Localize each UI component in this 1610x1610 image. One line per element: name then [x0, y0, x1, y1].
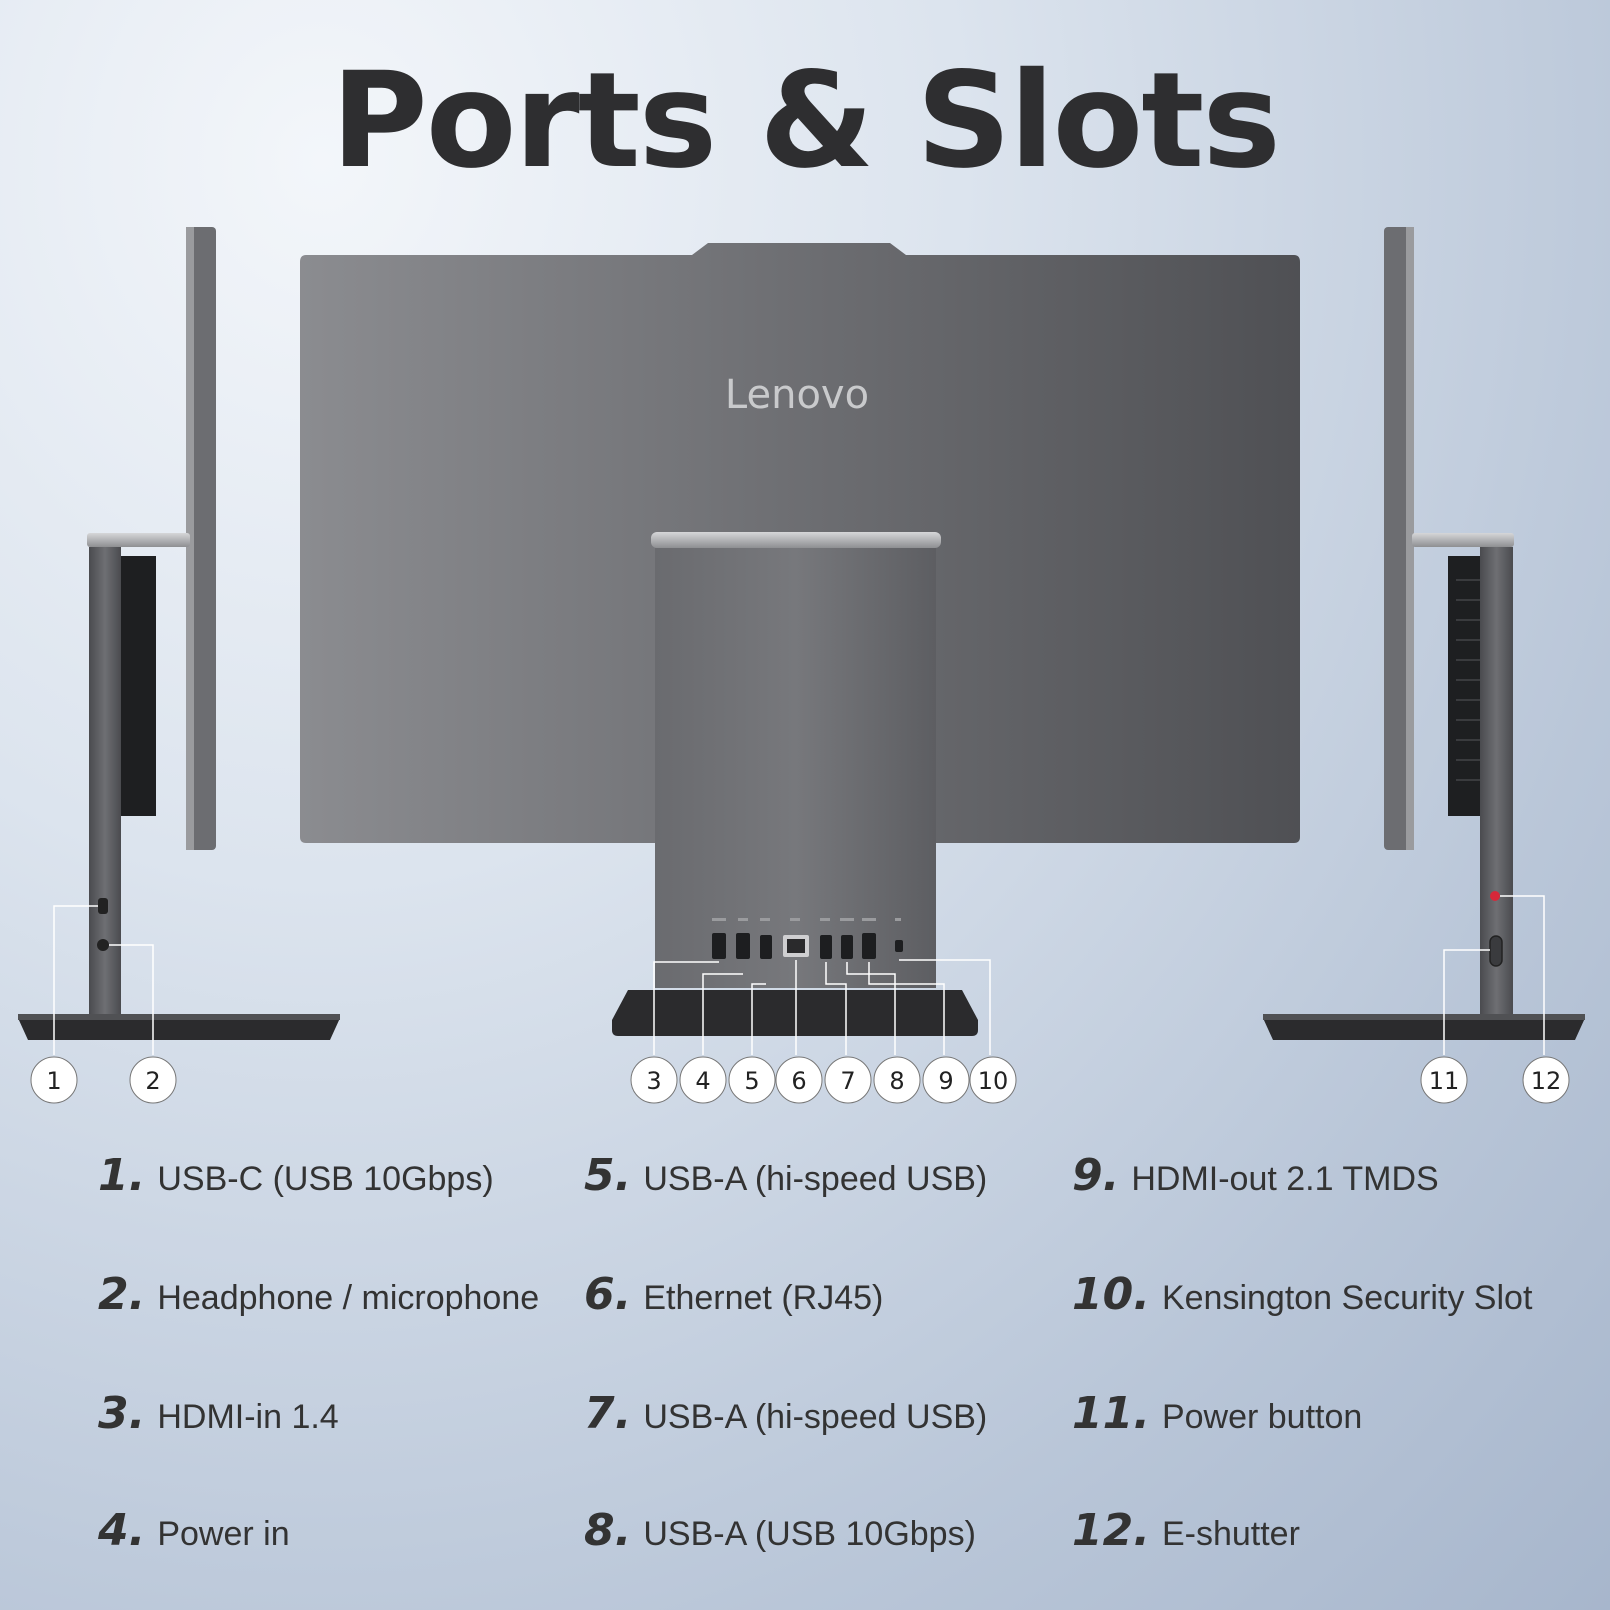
- right-side-view: [1263, 227, 1585, 1040]
- legend-item-10: 10.Kensington Security Slot: [1072, 1269, 1533, 1320]
- lenovo-logo: Lenovo: [725, 372, 869, 418]
- callout-7: 7: [824, 1056, 872, 1104]
- callout-8: 8: [873, 1056, 921, 1104]
- svg-text:12: 12: [1531, 1067, 1562, 1095]
- legend-item-8: 8.USB-A (USB 10Gbps): [584, 1505, 976, 1556]
- svg-text:8: 8: [889, 1067, 904, 1095]
- svg-text:3: 3: [646, 1067, 661, 1095]
- headphone-jack: [97, 939, 109, 951]
- callout-1: 1: [30, 1056, 78, 1104]
- stand-column: [655, 548, 936, 988]
- svg-text:5: 5: [744, 1067, 759, 1095]
- center-stand-base: [612, 990, 978, 1036]
- legend-item-1: 1.USB-C (USB 10Gbps): [98, 1150, 494, 1201]
- page-title: Ports & Slots: [331, 44, 1281, 198]
- left-rear-module: [120, 556, 156, 816]
- e-shutter-switch: [1490, 891, 1500, 901]
- callout-11: 11: [1420, 1056, 1468, 1104]
- back-view: Lenovo: [300, 243, 1300, 1036]
- svg-text:9: 9: [938, 1067, 953, 1095]
- callout-6: 6: [775, 1056, 823, 1104]
- left-stand-pole: [89, 547, 121, 1022]
- legend-item-5: 5.USB-A (hi-speed USB): [584, 1150, 988, 1201]
- legend-item-3: 3.HDMI-in 1.4: [98, 1388, 339, 1439]
- hdmi-out-port: [862, 933, 876, 959]
- svg-text:1: 1: [46, 1067, 61, 1095]
- svg-text:4: 4: [695, 1067, 710, 1095]
- rear-port-row: [712, 933, 903, 959]
- power-in-port: [736, 933, 750, 959]
- usb-a-port-7: [820, 935, 832, 959]
- usb-a-port-5: [760, 935, 772, 959]
- callout-3: 3: [630, 1056, 678, 1104]
- usb-a-port-8: [841, 935, 853, 959]
- svg-text:7: 7: [840, 1067, 855, 1095]
- callout-9: 9: [922, 1056, 970, 1104]
- callout-5: 5: [728, 1056, 776, 1104]
- svg-text:2: 2: [145, 1067, 160, 1095]
- usb-c-port: [98, 898, 108, 914]
- svg-text:11: 11: [1429, 1067, 1460, 1095]
- legend-item-11: 11.Power button: [1072, 1388, 1363, 1439]
- legend-item-9: 9.HDMI-out 2.1 TMDS: [1072, 1150, 1439, 1201]
- left-side-view: [18, 227, 340, 1040]
- legend-item-6: 6.Ethernet (RJ45): [584, 1269, 884, 1320]
- hdmi-in-port: [712, 933, 726, 959]
- legend-item-7: 7.USB-A (hi-speed USB): [584, 1388, 988, 1439]
- callout-markers: 1 2 3 4 5 6 7 8 9 10 11 12: [30, 1056, 1570, 1104]
- callout-2: 2: [129, 1056, 177, 1104]
- callout-4: 4: [679, 1056, 727, 1104]
- power-button: [1489, 935, 1503, 967]
- right-stand-base: [1263, 1018, 1585, 1040]
- legend-item-2: 2.Headphone / microphone: [98, 1269, 540, 1320]
- leader-lines: [53, 895, 1545, 1055]
- callout-10: 10: [969, 1056, 1017, 1104]
- svg-text:6: 6: [791, 1067, 806, 1095]
- svg-text:10: 10: [978, 1067, 1009, 1095]
- legend-item-12: 12.E-shutter: [1072, 1505, 1300, 1556]
- left-hinge: [87, 533, 190, 547]
- kensington-slot: [895, 940, 903, 952]
- legend-item-4: 4.Power in: [98, 1505, 290, 1556]
- stand-top-cap: [651, 532, 941, 548]
- left-stand-base: [18, 1018, 340, 1040]
- right-hinge: [1412, 533, 1514, 547]
- callout-12: 12: [1522, 1056, 1570, 1104]
